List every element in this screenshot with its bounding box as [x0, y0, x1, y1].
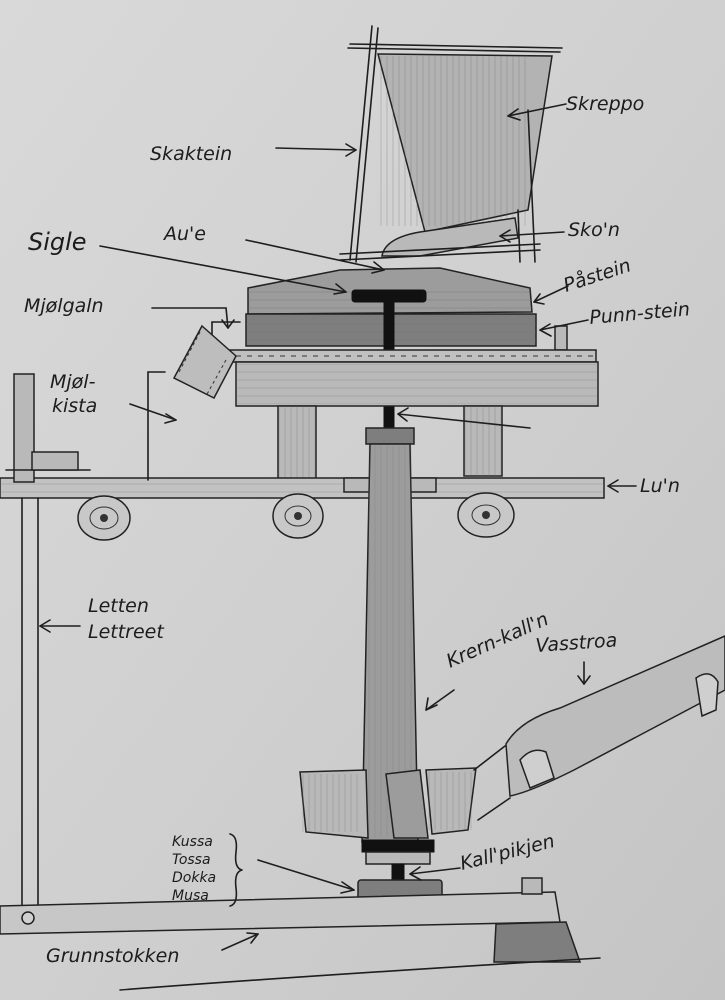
label-mjolgaln: Mjølgaln [24, 295, 104, 317]
label-sigle: Sigle [28, 228, 87, 256]
water-chute [473, 635, 725, 821]
label-lettreet: Lettreet [88, 621, 165, 643]
label-musa: Musa [172, 888, 209, 904]
ground-beam [0, 877, 601, 991]
letten-post [5, 371, 166, 906]
label-brace [229, 833, 243, 907]
label-grunnstokken: Grunnstokken [46, 945, 179, 967]
bench-frame [213, 349, 599, 481]
label-kussa: Kussa [172, 834, 213, 850]
leader-arrows [39, 103, 637, 951]
label-aue: Au'e [162, 223, 206, 245]
shoe [339, 217, 541, 261]
label-tossa: Tossa [172, 852, 211, 868]
label-sko: Sko'n [568, 219, 620, 241]
label-skreppo: Skreppo [566, 93, 644, 115]
skaktein-post [349, 25, 379, 263]
flour-chute [172, 324, 237, 399]
label-skaktein: Skaktein [150, 143, 232, 165]
label-kista: kista [52, 395, 97, 417]
water-wheel [299, 767, 477, 839]
floor-beams [77, 492, 515, 541]
label-dokka: Dokka [172, 870, 216, 886]
hopper [347, 43, 563, 263]
label-lun: Lu'n [640, 475, 680, 497]
label-mjol: Mjøl- [50, 371, 96, 393]
bottom-bearing [357, 839, 443, 901]
label-letten: Letten [88, 595, 149, 617]
